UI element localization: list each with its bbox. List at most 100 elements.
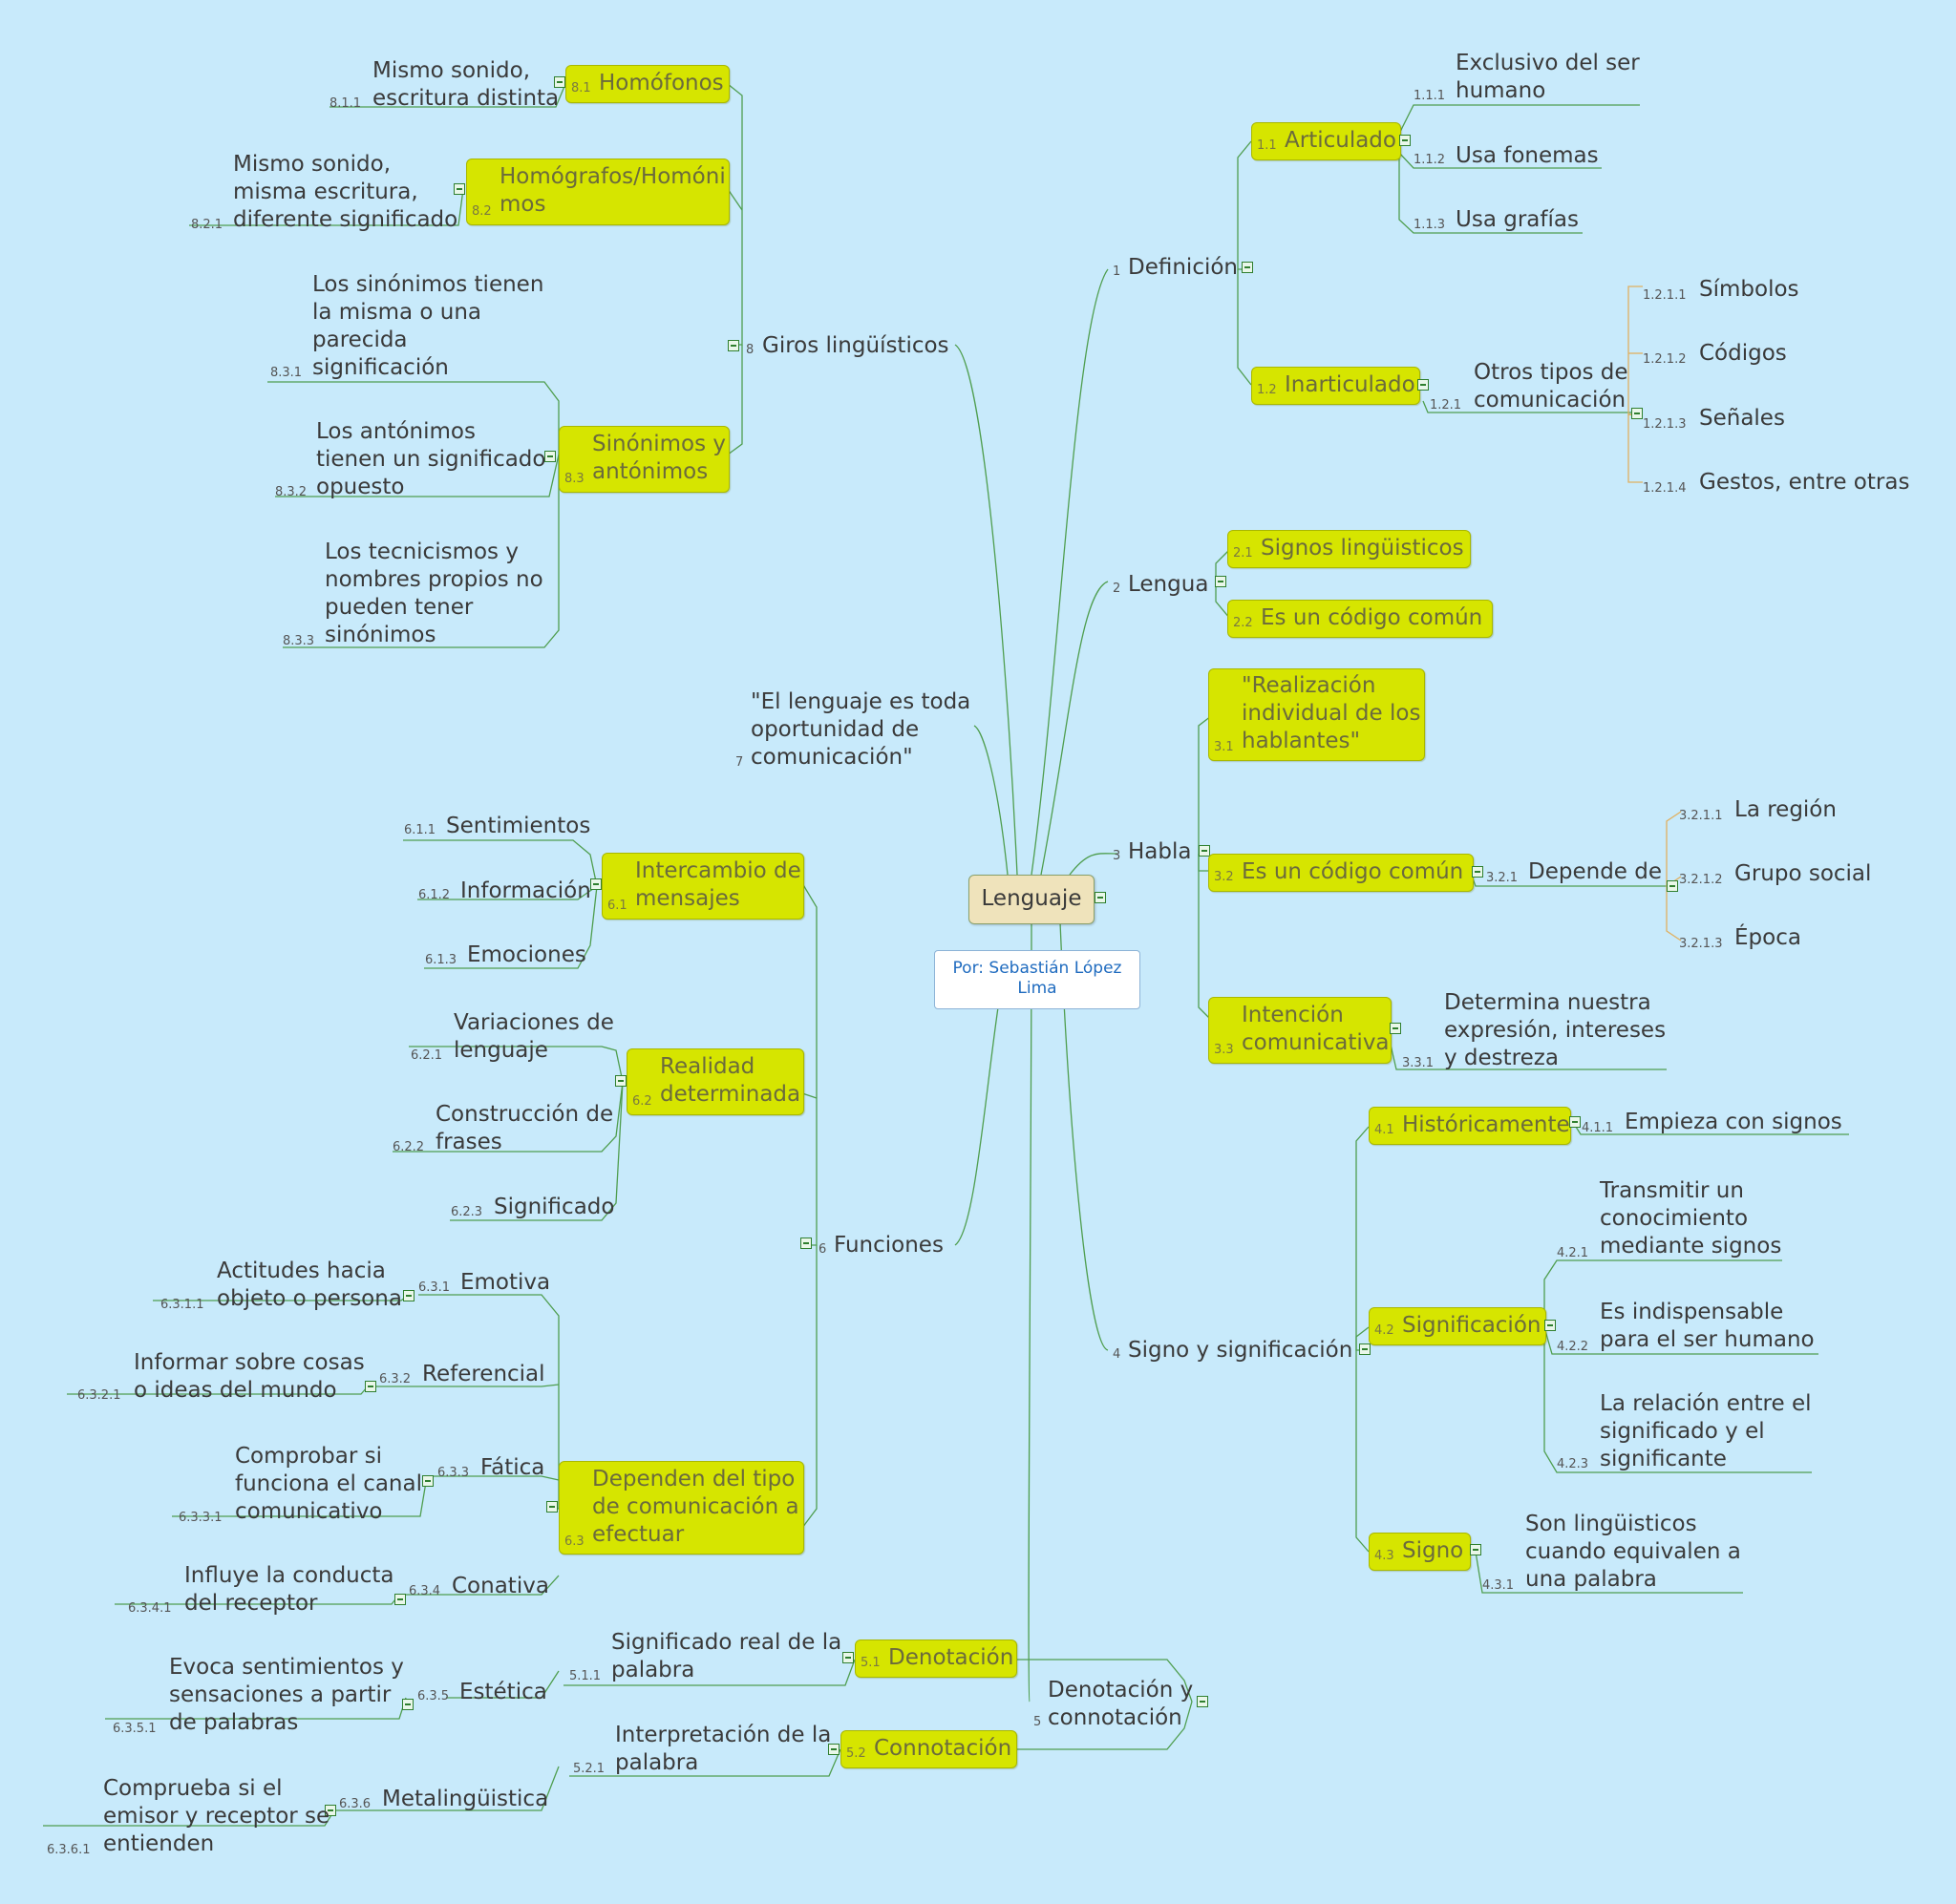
collapse-toggle-icon[interactable] [403, 1290, 415, 1301]
subtopic-codigo-comun[interactable]: 2.2 Es un código común [1227, 600, 1493, 638]
collapse-toggle-icon[interactable] [828, 1744, 840, 1755]
topic-label: Comprueba si el emisor y receptor se ent… [103, 1776, 330, 1856]
topic-number: 4.1 [1374, 1123, 1394, 1137]
topic-label: Es un código común [1242, 859, 1464, 884]
topic-habla[interactable]: 3 Habla [1108, 836, 1199, 871]
topic-label: Homógrafos/Homóni mos [500, 164, 726, 217]
collapse-toggle-icon[interactable] [1359, 1343, 1371, 1355]
subtopic-historicamente[interactable]: 4.1 Históricamente [1369, 1107, 1571, 1145]
topic-quote[interactable]: 7 "El lenguaje es toda oportunidad de co… [734, 688, 991, 775]
subtopic-intercambio-mensajes[interactable]: 6.1 Intercambio de mensajes [602, 853, 804, 920]
topic-number: 6.2.2 [393, 1140, 425, 1154]
topic-label: Habla [1128, 839, 1192, 864]
subtopic-inarticulado[interactable]: 1.2 Inarticulado [1251, 367, 1420, 405]
topic-number: 8.3.2 [275, 485, 308, 499]
collapse-toggle-icon[interactable] [1390, 1023, 1401, 1034]
topic-number: 6.3.5 [417, 1689, 450, 1703]
topic-giros-linguisticos[interactable]: 8 Giros lingüísticos [740, 329, 960, 364]
topic-number: 8.3.3 [283, 634, 315, 648]
collapse-toggle-icon[interactable] [1472, 866, 1483, 878]
topic-label: Los tecnicismos y nombres propios no pue… [325, 539, 543, 647]
topic-label: Mismo sonido, misma escritura, diferente… [233, 152, 458, 232]
topic-label: Los antónimos tienen un significado opue… [316, 419, 546, 499]
subtopic-signos-linguisticos[interactable]: 2.1 Signos lingüisticos [1227, 530, 1471, 568]
topic-label: Empieza con signos [1625, 1110, 1842, 1134]
topic-label: Interpretación de la palabra [615, 1723, 832, 1775]
topic-number: 6.2.3 [451, 1205, 483, 1219]
subtopic-connotacion[interactable]: 5.2 Connotación [840, 1730, 1017, 1768]
topic-number: 1.1.2 [1414, 153, 1446, 167]
topic-label: Históricamente [1402, 1112, 1570, 1137]
topic-number: 4.2.1 [1557, 1246, 1589, 1260]
topic-lengua[interactable]: 2 Lengua [1108, 569, 1215, 603]
collapse-toggle-icon[interactable] [728, 340, 739, 351]
collapse-toggle-icon[interactable] [422, 1475, 434, 1487]
subtopic-homofonos[interactable]: 8.1 Homófonos [565, 65, 730, 103]
collapse-toggle-icon[interactable] [454, 183, 465, 195]
collapse-toggle-icon[interactable] [394, 1594, 406, 1605]
topic-label: "Realización individual de los hablantes… [1242, 673, 1421, 753]
collapse-toggle-icon[interactable] [546, 1501, 558, 1513]
topic-label: Es indispensable para el ser humano [1600, 1300, 1815, 1352]
subtopic-realidad-determinada[interactable]: 6.2 Realidad determinada [627, 1048, 804, 1115]
topic-label: Significación [1402, 1313, 1541, 1338]
collapse-toggle-icon[interactable] [1242, 262, 1253, 273]
subtopic-habla-codigo-comun[interactable]: 3.2 Es un código común [1208, 854, 1474, 892]
collapse-toggle-icon[interactable] [1470, 1544, 1481, 1555]
subtopic-denotacion[interactable]: 5.1 Denotación [855, 1640, 1017, 1678]
topic-denotacion-connotacion[interactable]: 5 Denotación y connotación [1030, 1675, 1197, 1734]
collapse-toggle-icon[interactable] [842, 1652, 854, 1663]
collapse-toggle-icon[interactable] [615, 1075, 627, 1087]
topic-label: Emociones [467, 942, 586, 967]
collapse-toggle-icon[interactable] [1197, 1696, 1208, 1707]
topic-label: Usa fonemas [1456, 143, 1599, 168]
collapse-toggle-icon[interactable] [1417, 379, 1429, 391]
collapse-toggle-icon[interactable] [590, 878, 602, 890]
topic-number: 4.2.2 [1557, 1340, 1589, 1354]
topic-label: Sinónimos y antónimos [592, 432, 726, 484]
collapse-toggle-icon[interactable] [1667, 880, 1678, 892]
topic-label: Conativa [452, 1574, 549, 1598]
collapse-toggle-icon[interactable] [1199, 845, 1210, 857]
topic-number: 8.3.1 [270, 366, 303, 380]
subtopic-articulado[interactable]: 1.1 Articulado [1251, 122, 1401, 160]
collapse-toggle-icon[interactable] [325, 1805, 336, 1816]
subtopic-realizacion-individual[interactable]: 3.1 "Realización individual de los habla… [1208, 668, 1425, 761]
topic-number: 3.1 [1214, 740, 1234, 754]
collapse-toggle-icon[interactable] [1569, 1116, 1581, 1128]
collapse-toggle-icon[interactable] [1631, 408, 1643, 419]
collapse-toggle-icon[interactable] [1215, 576, 1226, 587]
subtopic-homografos-homonimos[interactable]: 8.2 Homógrafos/Homóni mos [466, 159, 730, 225]
topic-label: Actitudes hacia objeto o persona [217, 1259, 402, 1311]
topic-number: 6.3.1.1 [160, 1298, 204, 1312]
subtopic-intencion-comunicativa[interactable]: 3.3 Intención comunicativa [1208, 997, 1392, 1064]
subtopic-sinonimos-antonimos[interactable]: 8.3 Sinónimos y antónimos [559, 426, 730, 493]
topic-label: Inarticulado [1285, 372, 1415, 397]
topic-label: Variaciones de lenguaje [454, 1010, 614, 1063]
topic-number: 4.2 [1374, 1323, 1394, 1338]
collapse-toggle-icon[interactable] [365, 1381, 376, 1392]
topic-number: 3 [1113, 849, 1121, 863]
collapse-toggle-icon[interactable] [1399, 135, 1411, 146]
topic-number: 5.2.1 [573, 1762, 606, 1776]
subtopic-dependen-tipo-comunicacion[interactable]: 6.3 Dependen del tipo de comunicación a … [559, 1461, 804, 1555]
topic-number: 1.2 [1257, 383, 1277, 397]
collapse-toggle-icon[interactable] [544, 451, 556, 462]
topic-signo-significacion[interactable]: 4 Signo y significación [1108, 1335, 1366, 1369]
topic-label: Homófonos [599, 71, 724, 95]
topic-number: 6.3.1 [418, 1280, 451, 1295]
collapse-toggle-icon[interactable] [1544, 1320, 1556, 1331]
collapse-toggle-icon[interactable] [554, 76, 565, 88]
subtopic-significacion[interactable]: 4.2 Significación [1369, 1307, 1546, 1345]
central-topic[interactable]: Lenguaje [968, 875, 1095, 924]
collapse-toggle-icon[interactable] [800, 1238, 812, 1249]
topic-definicion[interactable]: 1 Definición [1108, 252, 1246, 286]
topic-number: 3.2 [1214, 870, 1234, 884]
subtopic-signo[interactable]: 4.3 Signo [1369, 1533, 1471, 1571]
topic-label: Referencial [422, 1362, 545, 1386]
topic-funciones[interactable]: 6 Funciones [814, 1230, 957, 1264]
collapse-toggle-icon[interactable] [1095, 892, 1106, 903]
topic-label: Estética [459, 1680, 547, 1704]
topic-label: Articulado [1285, 128, 1396, 153]
collapse-toggle-icon[interactable] [402, 1699, 414, 1710]
